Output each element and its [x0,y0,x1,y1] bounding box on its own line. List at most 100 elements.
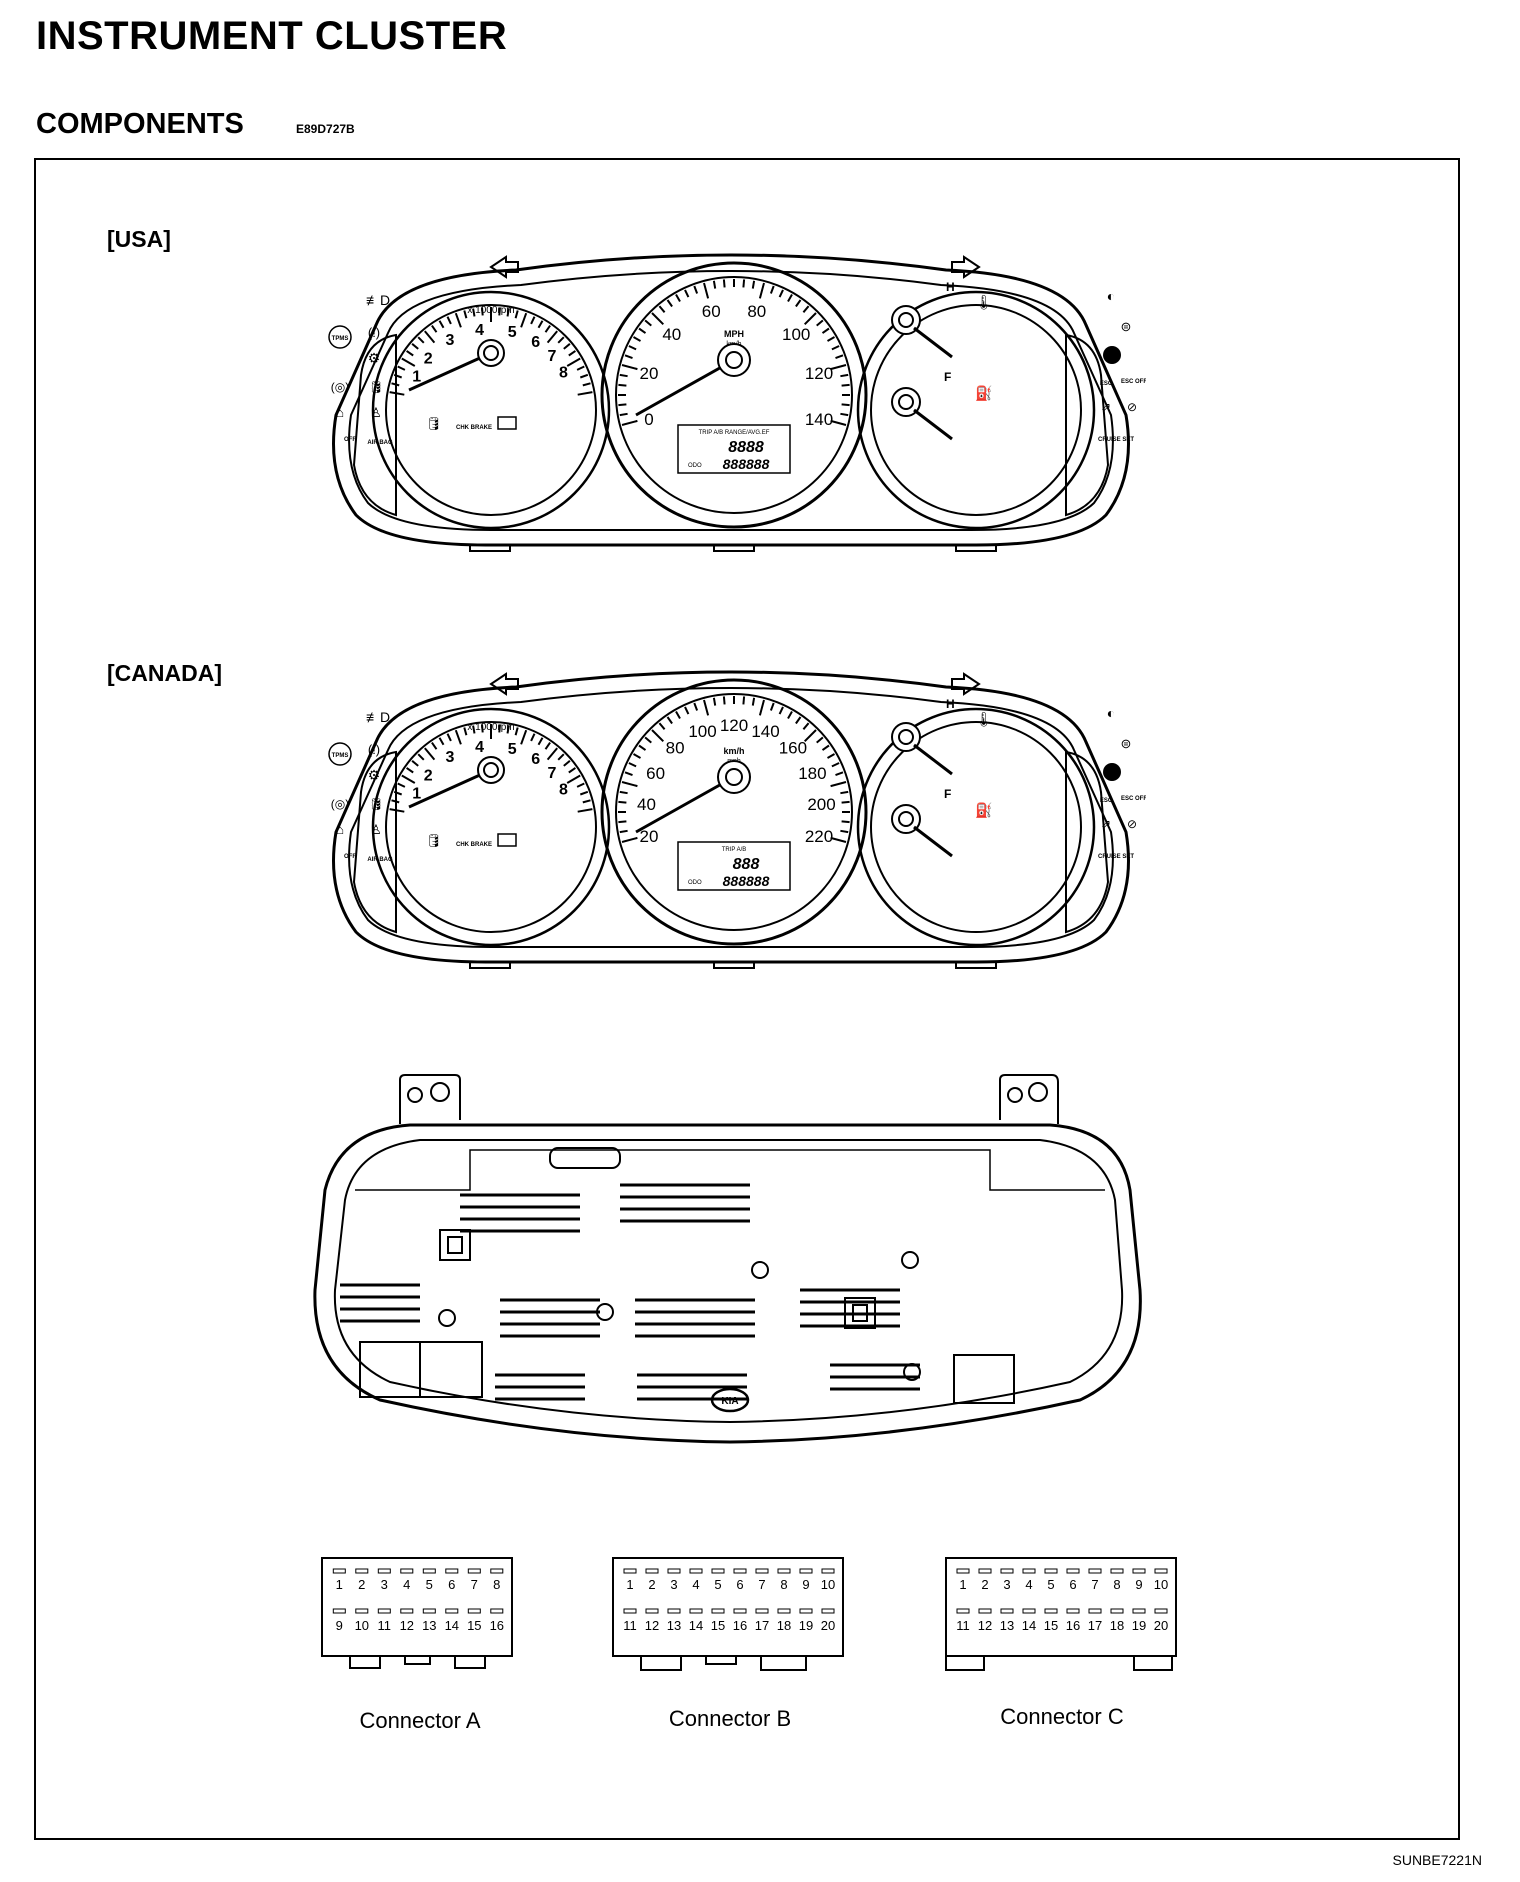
pin-marker [490,1608,504,1614]
pin-label: 4 [403,1577,410,1592]
off-label: OFF [344,437,356,443]
pin-marker [733,1608,747,1614]
pin-marker [1110,1608,1124,1614]
connector-c-label: Connector C [1000,1704,1124,1729]
tire-pressure-icon: (!) [368,325,380,340]
speed-tick-label: 100 [688,722,716,741]
coolant-temp-icon: 🌡 [975,294,993,310]
tach-tick-label: 3 [446,332,455,349]
speed-tick-label: 180 [798,764,826,783]
connector-body [945,1557,1177,1657]
pin-marker [1044,1608,1058,1614]
pin-marker [667,1568,681,1574]
door-ajar-icon: ⌂ [336,405,344,420]
pin-marker [821,1568,835,1574]
fuel-gauge-hub [891,804,921,834]
pin-marker [1088,1608,1102,1614]
pin-marker [777,1568,791,1574]
pin-label: 5 [426,1577,433,1592]
off-label: OFF [344,854,356,860]
fuel-pump-icon: ⛽ [975,385,992,402]
tach-tick-label: 5 [508,324,517,341]
tachometer-bezel [371,290,611,530]
pin-label: 8 [1113,1577,1120,1592]
lcd-display [677,424,791,474]
slip-icon: ⇗ [1101,817,1111,831]
pin-marker [445,1568,459,1574]
air-bag-label: AIR BAG [367,440,393,446]
document-code: E89D727B [296,122,355,136]
pin-label: 9 [802,1577,809,1592]
pin-label: 8 [780,1577,787,1592]
tach-tick-label: 6 [531,751,540,768]
parking-brake-icon: (◎) [331,797,349,811]
pin-marker [667,1608,681,1614]
tpms-icon [328,742,352,766]
pin-label: 5 [714,1577,721,1592]
pin-label: 15 [467,1618,481,1633]
temp-fuel-bezel [856,290,1096,530]
defrost-icon: ⊜ [1121,736,1132,751]
pin-marker [733,1568,747,1574]
pin-marker [1132,1568,1146,1574]
pin-label: 15 [1044,1618,1058,1633]
tach-tick-label: 7 [547,765,556,782]
pin-marker [332,1568,346,1574]
pin-label: 6 [736,1577,743,1592]
tach-tick-label: 1 [412,785,421,802]
fuel-full-label: F [944,370,951,384]
esc-off-label: ESC OFF [1121,796,1146,802]
speed-tick-label: 120 [720,716,748,735]
pin-label: 19 [1132,1618,1146,1633]
temp-fuel-bezel [856,707,1096,947]
pin-label: 13 [667,1618,681,1633]
pin-marker [445,1608,459,1614]
fuel-pump-icon: ⛽ [975,802,992,819]
temp-hi-label: H [946,280,955,294]
pin-marker [956,1608,970,1614]
tach-unit: x 1000rpm [467,722,514,733]
check-engine-icon: ⚙ [368,350,381,366]
pin-label: 9 [1135,1577,1142,1592]
pin-label: 10 [355,1618,369,1633]
headlamp-icon: ◐ [1107,705,1115,721]
oil-pressure-icon: 🛢 [368,797,383,811]
pin-marker [1154,1568,1168,1574]
tach-hub [477,339,505,367]
pin-marker [623,1608,637,1614]
pin-marker [490,1568,504,1574]
pin-marker [377,1608,391,1614]
pin-label: 2 [358,1577,365,1592]
temp-needle [913,743,953,776]
pin-label: 6 [1069,1577,1076,1592]
pin-label: 14 [689,1618,703,1633]
esc-off-label: ESC OFF [1121,379,1146,385]
diagram-frame [34,158,1460,1840]
speed-needle [635,775,735,834]
battery-icon [497,416,517,430]
tach-tick-label: 1 [412,368,421,385]
pin-marker [355,1608,369,1614]
pin-marker [422,1608,436,1614]
slip-icon: ⇗ [1101,400,1111,414]
coolant-temp-icon: 🌡 [975,711,993,727]
pin-marker [1066,1568,1080,1574]
temp-needle [913,326,953,359]
pin-label: 15 [711,1618,725,1633]
pin-label: 12 [978,1618,992,1633]
lcd-top-label: TRIP A/B [722,847,747,853]
turn-right-icon [951,672,981,696]
abs-icon [1103,346,1121,364]
pin-marker [1022,1608,1036,1614]
fuel-gauge-hub [891,387,921,417]
source-code: SUNBE7221N [1392,1852,1483,1868]
pin-label: 13 [422,1618,436,1633]
pin-marker [400,1568,414,1574]
speedometer-bezel [600,261,868,529]
fog-lamp-icon: ≢D [366,292,390,308]
speed-unit: km/h [723,746,744,756]
canada-label: [CANADA] [107,660,222,686]
speed-tick-label: 0 [644,410,653,429]
